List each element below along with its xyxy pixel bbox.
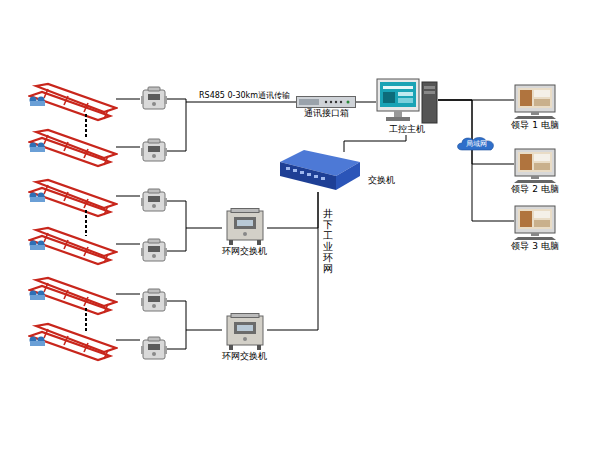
instrument-boxes <box>141 87 167 359</box>
node-label: 领导 2 电脑 <box>511 184 558 195</box>
device-icon <box>225 313 265 351</box>
device-icon <box>225 208 265 246</box>
network-link <box>356 102 376 103</box>
network-link <box>267 192 318 330</box>
network-link <box>438 100 514 164</box>
device-icon <box>510 84 560 120</box>
device-icon <box>510 148 560 184</box>
node-label: 领导 1 电脑 <box>511 120 558 131</box>
device-icon <box>510 205 560 241</box>
device-icon <box>376 78 438 124</box>
network-link <box>438 100 514 221</box>
device-graphic <box>510 84 560 120</box>
network-link <box>267 192 318 228</box>
network-cloud: 局域网 <box>456 136 496 152</box>
device-node: 领导 1 电脑 <box>510 84 560 131</box>
device-graphic <box>376 78 438 124</box>
device-node: 工控主机 <box>376 78 438 135</box>
node-label: 交换机 <box>368 175 395 186</box>
node-label: 局域网 <box>456 136 496 152</box>
device-graphic <box>225 313 265 351</box>
vertical-label: 井下工业环网 <box>322 208 334 274</box>
device-icon <box>296 96 356 108</box>
device-graphic <box>278 148 362 192</box>
device-node: 领导 2 电脑 <box>510 148 560 195</box>
device-node: 环网交换机 <box>222 313 267 362</box>
device-graphic <box>510 148 560 184</box>
node-label: 通讯接口箱 <box>304 108 349 119</box>
network-link <box>344 135 406 152</box>
belt-scales <box>30 84 117 360</box>
node-label: 工控主机 <box>389 124 425 135</box>
line-label: RS485 0-30km通讯传输 <box>198 91 291 101</box>
device-node: 通讯接口箱 <box>296 96 356 119</box>
node-label: 领导 3 电脑 <box>511 241 558 252</box>
dashed-repeat <box>85 114 87 332</box>
device-node: 环网交换机 <box>222 208 267 257</box>
device-graphic <box>225 208 265 246</box>
device-icon <box>278 148 362 192</box>
device-node: 领导 3 电脑 <box>510 205 560 252</box>
field-wires <box>116 99 296 349</box>
device-graphic <box>296 96 356 108</box>
device-graphic <box>510 205 560 241</box>
device-node: 交换机 <box>278 148 395 192</box>
node-label: 环网交换机 <box>222 351 267 362</box>
node-label: 环网交换机 <box>222 246 267 257</box>
